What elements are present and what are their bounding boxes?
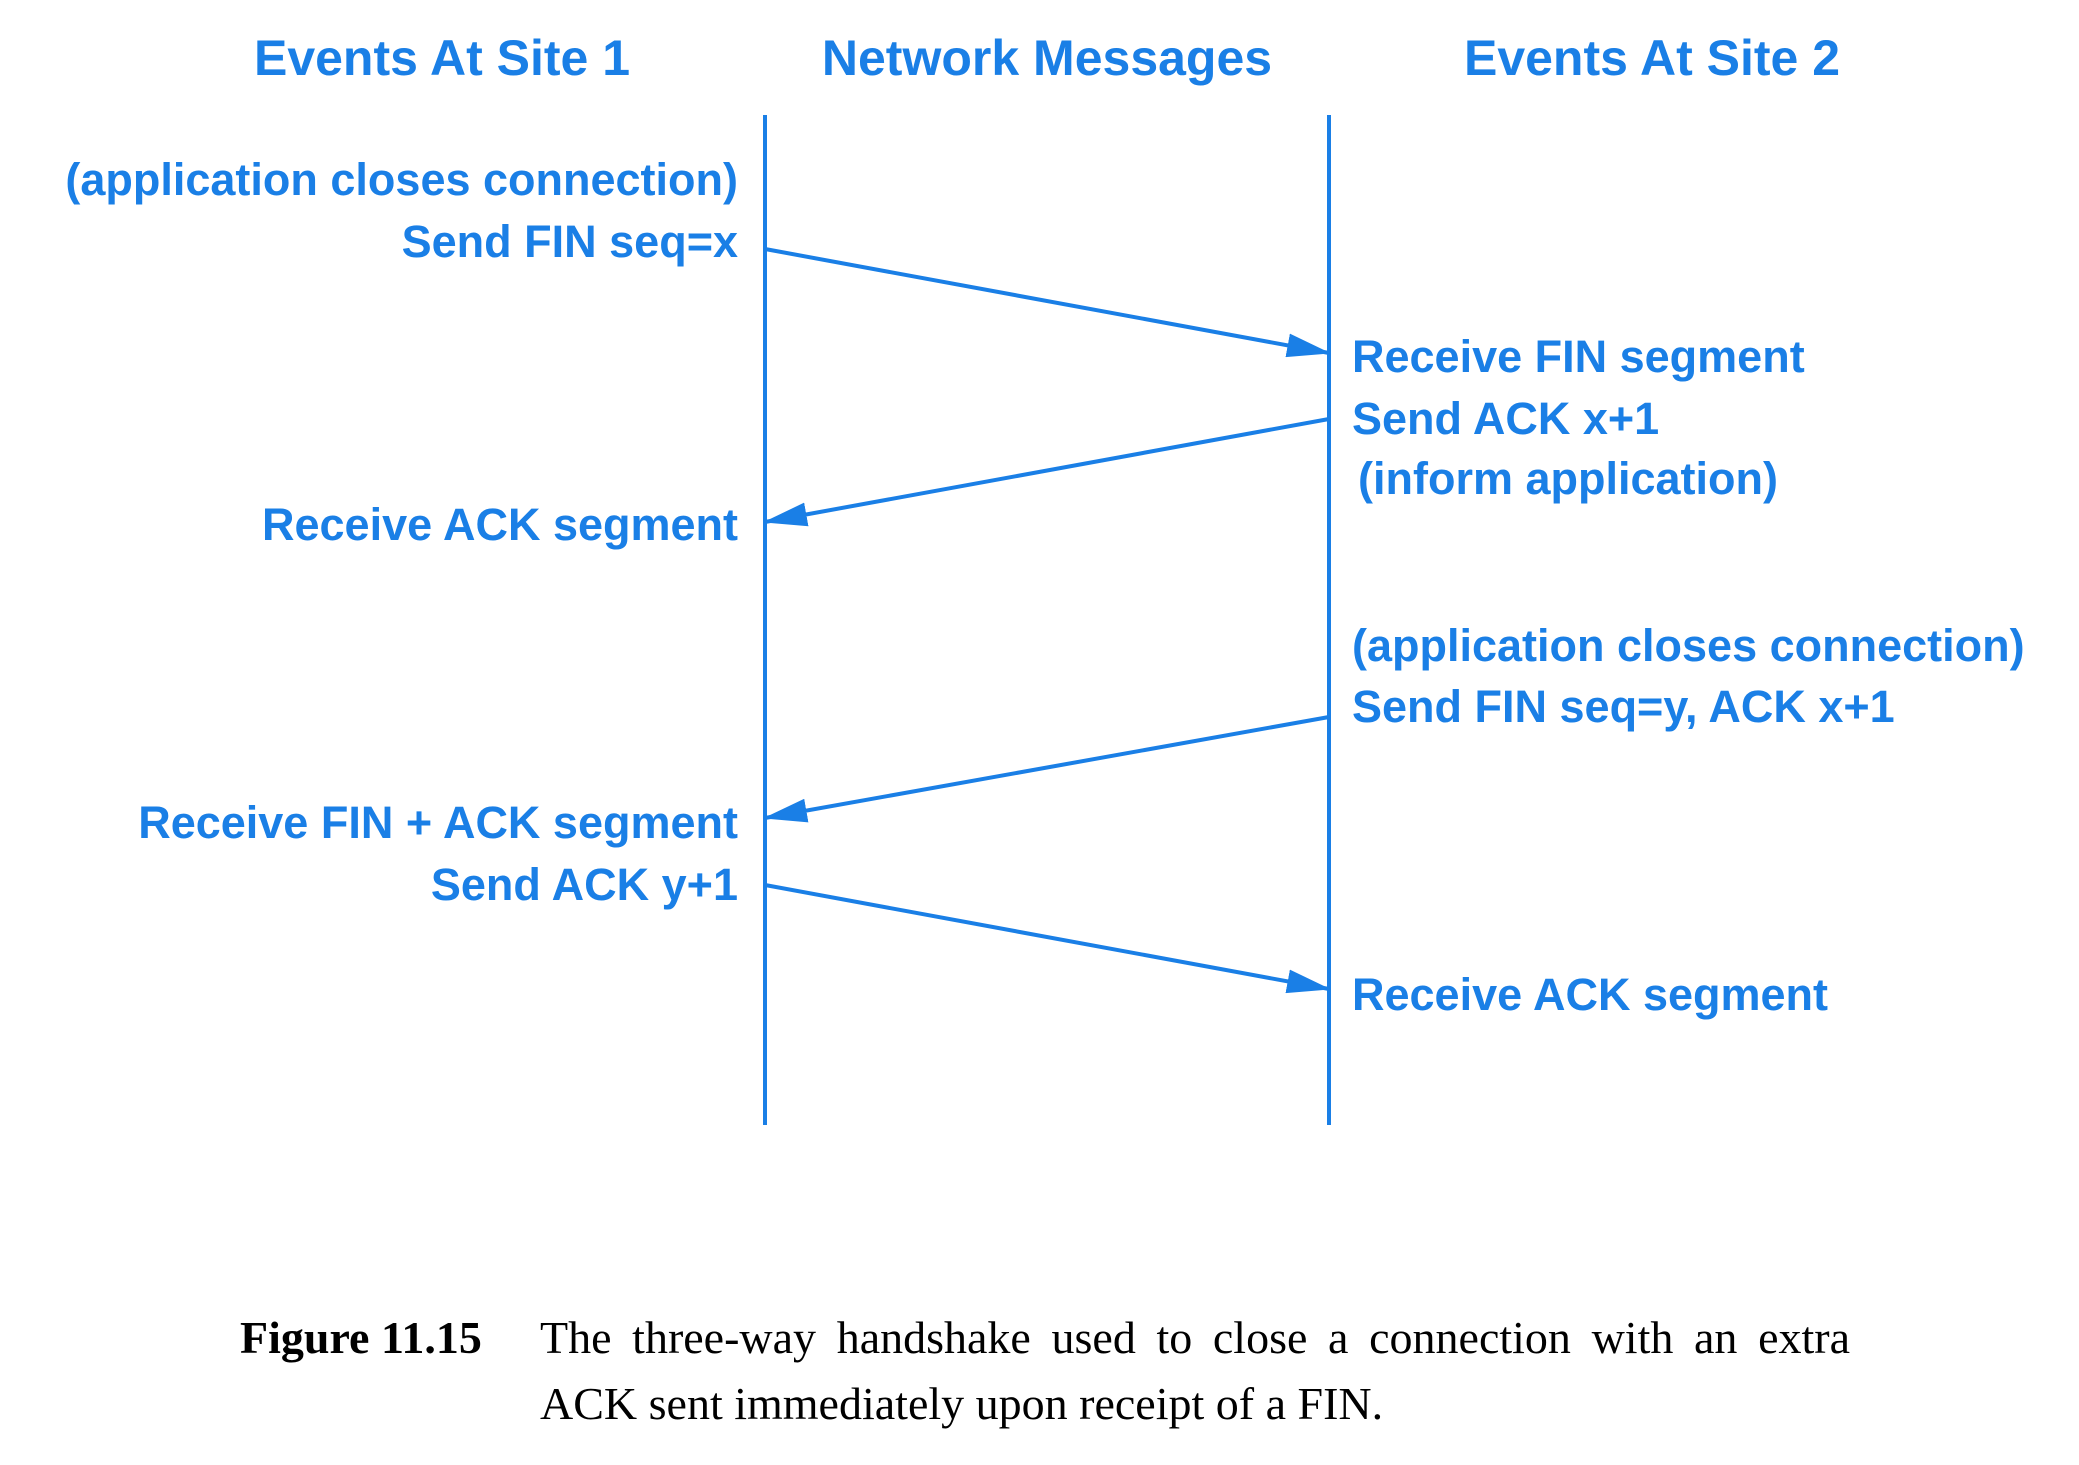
figure-label: Figure 11.15 (240, 1312, 482, 1363)
figure-caption: Figure 11.15 The three-way handshake use… (240, 1305, 1850, 1437)
header-site2: Events At Site 2 (1464, 30, 1840, 86)
site2-event-receive-fin: Receive FIN segment (1352, 331, 1805, 382)
site1-event-send-fin: Send FIN seq=x (402, 216, 738, 267)
site1-event-app-close: (application closes connection) (65, 154, 738, 205)
site2-event-send-fin-ack: Send FIN seq=y, ACK x+1 (1352, 681, 1895, 732)
header-network: Network Messages (822, 30, 1272, 86)
site2-event-send-ack: Send ACK x+1 (1352, 393, 1659, 444)
figure-caption-text: The three-way handshake used to close a … (540, 1312, 1850, 1429)
site2-event-inform-app: (inform application) (1358, 453, 1778, 504)
header-site1: Events At Site 1 (254, 30, 630, 86)
message-arrow-ack-x1 (763, 417, 1330, 527)
site1-event-receive-fin-ack: Receive FIN + ACK segment (138, 797, 738, 848)
site1-event-receive-ack: Receive ACK segment (262, 499, 738, 550)
site2-event-app-close: (application closes connection) (1352, 620, 2025, 671)
site2-event-receive-ack: Receive ACK segment (1352, 969, 1828, 1020)
message-arrow-fin-x (764, 247, 1331, 358)
site1-event-send-ack: Send ACK y+1 (431, 859, 738, 910)
message-arrow-fin-y-ack (763, 715, 1330, 823)
message-arrow-ack-y1 (764, 883, 1331, 994)
